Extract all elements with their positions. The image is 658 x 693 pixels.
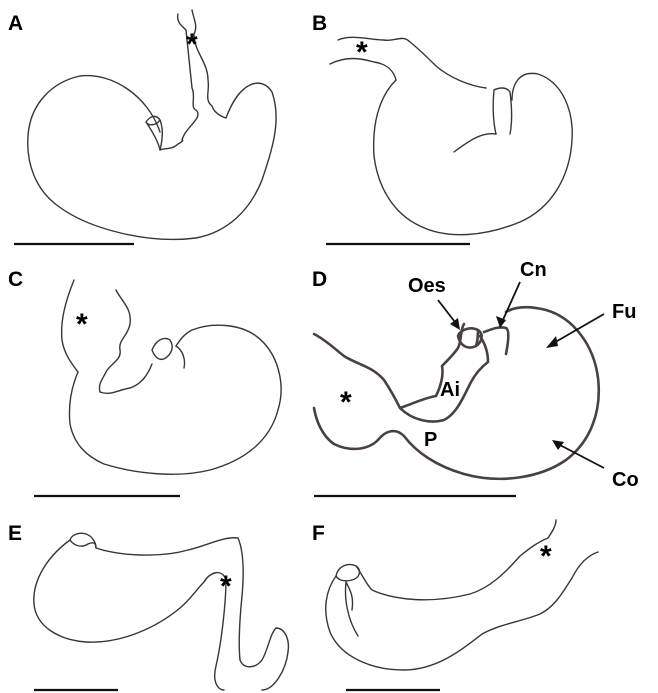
panel-f-inner-fold (346, 582, 359, 636)
panel-a-lesser-curve (160, 140, 183, 150)
label-fu: Fu (612, 301, 636, 323)
panel-e-letter: E (8, 522, 22, 545)
panel-b: B * (312, 12, 572, 244)
label-ai: Ai (440, 379, 460, 401)
arrow-cn (502, 282, 520, 322)
panel-c-oesophagus-region (62, 280, 131, 392)
panel-f: F * (312, 520, 598, 690)
panel-c-oesophagus-stub (152, 338, 172, 359)
panel-a-asterisk: * (186, 28, 198, 61)
panel-f-asterisk: * (540, 540, 552, 573)
panel-c-stomach-body (69, 325, 281, 474)
panel-d: D * Oes Cn Fu Ai P Co (312, 259, 639, 496)
panel-c-asterisk: * (76, 308, 88, 341)
panel-d-letter: D (312, 268, 327, 291)
panel-e-stomach-body (34, 540, 204, 642)
panel-b-fundus-line (454, 134, 496, 152)
panel-f-stomach-body (326, 552, 598, 670)
arrow-fu (552, 314, 604, 344)
panel-e-greater-curve (70, 533, 288, 690)
label-oes: Oes (408, 275, 446, 297)
panel-a: A * (8, 10, 276, 244)
arrow-oes-head (450, 318, 460, 330)
panel-b-oesophagus-stub (493, 88, 511, 134)
arrow-co-head (552, 440, 564, 450)
panel-c-lesser-curve (100, 346, 185, 393)
panel-f-upper-curve (356, 520, 556, 600)
panel-b-stomach-body (374, 73, 573, 234)
panel-d-asterisk: * (340, 386, 352, 419)
panel-c-letter: C (8, 268, 23, 291)
panel-b-asterisk: * (356, 36, 368, 69)
panel-f-letter: F (312, 522, 325, 545)
panel-e-oesophagus-stub (70, 540, 96, 548)
panel-a-pylorus (146, 116, 162, 150)
panel-a-stomach-body (28, 76, 276, 240)
arrow-co (558, 444, 604, 468)
arrow-fu-head (546, 336, 558, 348)
panel-b-stomach-outline (330, 37, 486, 88)
label-cn: Cn (520, 259, 547, 281)
panel-a-letter: A (8, 12, 23, 35)
label-p: P (424, 429, 437, 451)
panel-e: E * (8, 522, 288, 690)
panel-b-letter: B (312, 12, 327, 35)
panel-a-stomach-outline (178, 10, 226, 140)
label-co: Co (612, 469, 639, 491)
panel-e-asterisk: * (220, 570, 232, 603)
panel-c: C * (8, 268, 281, 496)
